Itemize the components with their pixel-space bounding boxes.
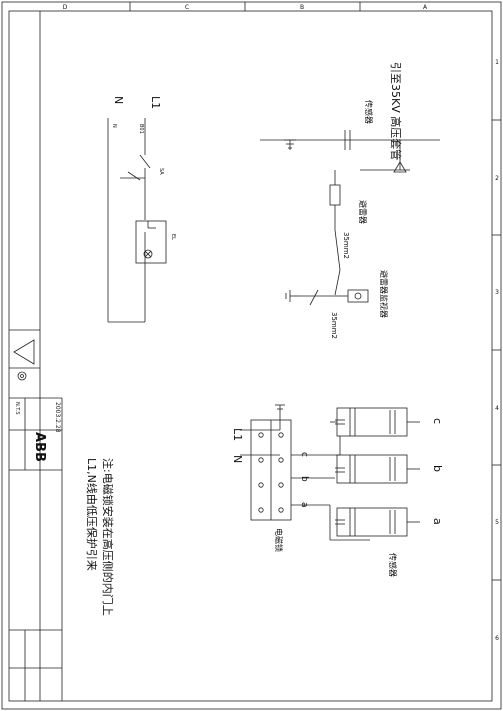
label-sa: SA: [158, 168, 164, 175]
note-line-2: L1,N线由低压保护引来: [85, 458, 99, 571]
label-b-sensor: b: [431, 465, 444, 472]
label-sensor-bottom: 传感器: [388, 553, 398, 577]
label-35mm2-lower: 35mm2: [330, 312, 338, 339]
label-n-top: N: [112, 96, 125, 104]
label-arrester: 避雷器: [358, 200, 368, 224]
label-el: EL: [170, 234, 176, 240]
label-a-lock: a: [299, 502, 309, 508]
label-c-lock: c: [299, 452, 309, 457]
title-35kv: 引至35KV 高压套管: [389, 62, 403, 160]
note-line-1: 注:电磁锁安装在高压侧的内门上: [101, 458, 115, 616]
abb-logo: ABB: [32, 432, 47, 462]
label-n-small: N: [111, 124, 117, 128]
sensor-c: [330, 407, 420, 455]
label-arrester-monitor: 避雷器监视器: [379, 270, 389, 318]
sensor-b: [335, 454, 420, 484]
label-35mm2-upper: 35mm2: [342, 232, 350, 259]
zone-number-3: 3: [495, 289, 499, 296]
label-a-sensor: a: [431, 518, 444, 525]
indicator-lamp-box: [135, 220, 167, 264]
label-b-lock: b: [299, 476, 309, 482]
zone-number-2: 2: [495, 175, 499, 182]
drawing-scale: N.T.S: [14, 402, 20, 415]
label-c-sensor: c: [431, 418, 444, 424]
zone-number-6: 6: [495, 635, 499, 642]
zone-letter-c: C: [185, 4, 189, 11]
inner-border: [8, 10, 493, 702]
zone-letter-b: B: [300, 4, 304, 11]
zone-number-4: 4: [495, 405, 499, 412]
label-b01: B01: [138, 124, 144, 134]
label-sensor-top: 传感器: [364, 100, 374, 124]
label-n-lock: N: [231, 455, 244, 463]
label-l1-top: L1: [149, 96, 162, 109]
zone-letter-d: D: [63, 4, 68, 11]
zone-number-5: 5: [495, 519, 499, 526]
sensor-a: [329, 505, 420, 541]
label-em-lock: 电磁锁: [274, 528, 284, 552]
drawing-date: 2003.2.28: [54, 402, 61, 433]
zone-number-1: 1: [495, 59, 499, 66]
label-l1-lock: L1: [231, 428, 244, 441]
zone-letter-a: A: [423, 4, 428, 11]
